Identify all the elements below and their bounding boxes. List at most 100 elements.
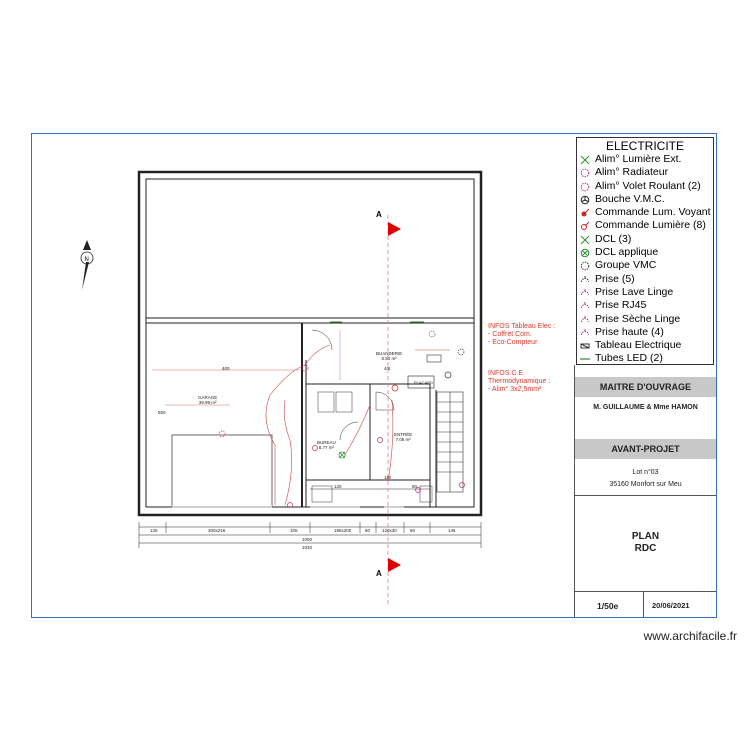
city: 35160 Monfort sur Meu	[609, 481, 682, 488]
legend-item: Bouche V.M.C.	[577, 193, 713, 206]
section-marker-bottom	[388, 558, 401, 572]
room-area: 39.99 m²	[198, 400, 217, 405]
info-ce: INFOS C.E. Thermodynamique : - Alim° 3x2…	[488, 370, 551, 393]
inner-wall	[145, 178, 475, 508]
inner-dim: 80	[412, 484, 418, 489]
garage-depth-dim: 550	[158, 410, 166, 415]
legend-item-label: Prise RJ45	[595, 299, 647, 312]
room-name: GARAGE	[198, 395, 218, 400]
door-swing	[375, 391, 395, 411]
room-name: ENTRÉE	[394, 432, 413, 437]
dim-bottom: 300x216	[208, 528, 226, 533]
room-entree: ENTRÉE 7.08 m²	[394, 432, 412, 442]
lot-number: Lot n°03	[632, 469, 659, 476]
legend-item: Groupe VMC	[577, 259, 713, 272]
circle-dashed-icon	[580, 182, 590, 191]
switch-icon	[581, 222, 590, 231]
inner-dim: 120	[334, 484, 342, 489]
legend-item-label: Groupe VMC	[595, 259, 657, 272]
stair-dim: 4/8	[384, 366, 391, 371]
room-bureau: BUREAU 8.77 m²	[317, 440, 336, 450]
panel-icon	[580, 343, 590, 349]
north-arrow-icon: N	[80, 240, 94, 290]
inner-dim: 110	[384, 475, 392, 480]
door-swing	[339, 421, 359, 441]
legend-item: Prise RJ45	[577, 299, 713, 312]
circle-dashed-icon	[580, 168, 590, 178]
room-area: 7.08 m²	[395, 437, 411, 442]
legend-item-label: Commande Lum. Voyant	[595, 206, 711, 219]
info-tableau: INFOS Tableau Elec : - Coffret Com. - Ec…	[488, 323, 556, 346]
section-marker-top	[388, 222, 401, 236]
wiring	[265, 344, 450, 506]
dim-bottom: 120x30	[382, 528, 397, 533]
legend-item-label: Tableau Electrique	[595, 339, 682, 352]
staircase	[436, 391, 464, 493]
outlet-icon	[581, 302, 589, 309]
legend-item-label: Alim° Lumière Ext.	[595, 153, 682, 165]
divider	[575, 495, 716, 496]
dim-bottom: 145	[448, 528, 456, 533]
room-area: 8.77 m²	[318, 445, 335, 450]
legend-item-label: Alim° Volet Roulant (2)	[595, 179, 701, 192]
title-block-border	[574, 365, 575, 617]
legend-item: Alim° Volet Roulant (2)	[577, 180, 713, 193]
divider	[575, 591, 716, 592]
outlet-icon	[581, 315, 589, 322]
legend-item-label: DCL applique	[595, 246, 659, 259]
legend-item-label: Prise Lave Linge	[595, 285, 674, 298]
room-garage: GARAGE 39.99 m²	[198, 395, 217, 405]
legend-item-label: Prise (5)	[595, 272, 635, 285]
tableau-electrique	[426, 354, 442, 363]
legend-item-label: Commande Lumière (8)	[595, 219, 706, 232]
legend-item: DCL applique	[577, 246, 713, 259]
room-name: BUREAU	[317, 440, 336, 445]
dim-total: 1020	[302, 545, 313, 550]
outlet-icon	[581, 275, 589, 282]
owner-name: M. GUILLAUME & Mme HAMON	[593, 404, 698, 411]
line-icon	[580, 358, 590, 361]
legend-item-label: Alim° Radiateur	[595, 166, 669, 179]
switch-voyant-icon	[581, 208, 590, 217]
watermark: www.archifacile.fr	[643, 629, 737, 643]
legend-item-label: Tubes LED (2)	[595, 352, 663, 365]
scale: 1/50e	[597, 601, 619, 611]
outer-wall	[137, 170, 483, 517]
garage-width-dim: 400	[222, 366, 230, 371]
divider	[643, 591, 644, 617]
dim-total: 1000	[302, 537, 313, 542]
circle-cross-icon	[580, 248, 590, 258]
legend-item: Commande Lum. Voyant	[577, 206, 713, 219]
x-cross-icon	[580, 235, 590, 245]
x-cross-icon	[580, 155, 590, 165]
legend-item: DCL (3)	[577, 233, 713, 246]
legend-item: Alim° Radiateur	[577, 166, 713, 179]
dim-bottom: 105	[290, 528, 298, 533]
closet-label: PLACARD	[414, 380, 433, 385]
title-block: MAITRE D'OUVRAGE M. GUILLAUME & Mme HAMO…	[575, 375, 716, 617]
room-buanderie: BUANDERIE 6.51 m²	[376, 351, 402, 361]
legend-item: Prise haute (4)	[577, 326, 713, 339]
legend-item-label: Prise haute (4)	[595, 325, 664, 338]
legend-item: Commande Lumière (8)	[577, 219, 713, 232]
outlet-icon	[581, 288, 589, 296]
dim-bottom: 185x200	[334, 528, 352, 533]
dim-bottom: 60	[410, 528, 416, 533]
legend-item-label: Bouche V.M.C.	[595, 192, 665, 205]
car-outline	[171, 434, 273, 508]
legend-item: Tableau Electrique	[577, 339, 713, 352]
section-label-top: A	[376, 210, 382, 219]
legend-item: Prise (5)	[577, 273, 713, 286]
legend-item: Prise Sèche Linge	[577, 313, 713, 326]
dim-bottom: 130	[150, 528, 158, 533]
fan-icon	[580, 195, 590, 205]
room-name: BUANDERIE	[376, 351, 403, 356]
outlet-icon	[581, 328, 589, 335]
legend-item: Tubes LED (2)	[577, 352, 713, 365]
legend-item: Alim° Lumière Ext.	[577, 153, 713, 166]
date: 20/06/2021	[652, 601, 690, 610]
phase-header: AVANT-PROJET	[575, 439, 716, 459]
plan-title-2: RDC	[634, 543, 657, 554]
legend-item-label: Prise Sèche Linge	[595, 312, 681, 325]
